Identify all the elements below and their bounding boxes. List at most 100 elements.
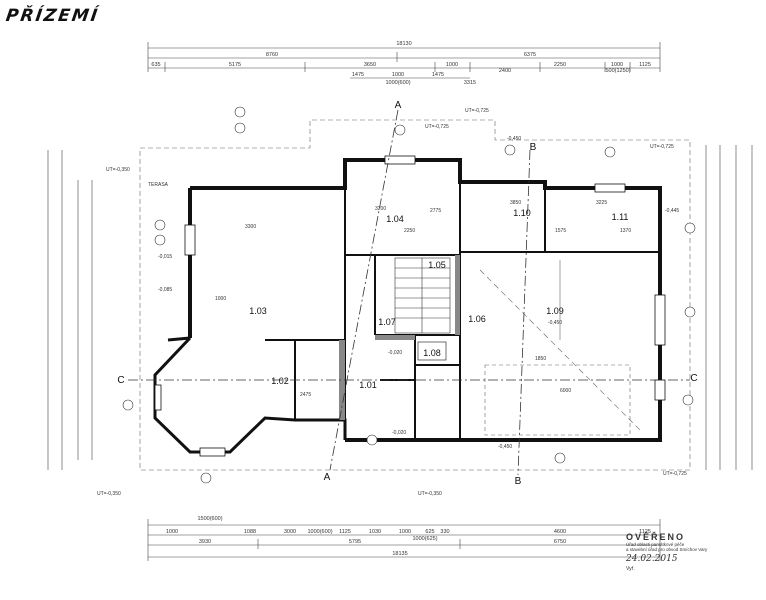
room-1-07: 1.07: [378, 317, 396, 327]
dim-bottom-r3-6: 625: [425, 529, 434, 535]
inner-dim-4: 1575: [555, 228, 566, 234]
section-mark-a-top: A: [395, 100, 402, 111]
dim-bottom-r3-5: 1000: [399, 529, 411, 535]
approval-stamp: OVĚŘENO Úřad oblasti památkové péče a st…: [626, 532, 764, 592]
room-1-11: 1.11: [612, 212, 629, 222]
room-1-03: 1.03: [249, 306, 267, 316]
dim-top-r3-2: 1475: [432, 72, 444, 78]
stamp-title: OVĚŘENO: [626, 532, 686, 542]
inner-dim-10: 1850: [535, 356, 546, 362]
left-dimension-chain: [47, 150, 93, 470]
dim-top-r2-3: 1000: [446, 62, 458, 68]
room-1-10: 1.10: [513, 208, 531, 218]
dim-bottom-r2-0: 1500(600): [197, 516, 222, 522]
dim-bottom-r3-4: 1030: [369, 529, 381, 535]
dim-top-r3-5: 3315: [464, 80, 476, 86]
inner-dim-5: 2775: [430, 208, 441, 214]
roof-outline: [139, 119, 691, 471]
wall-fill: [339, 255, 460, 420]
room-1-06: 1.06: [468, 314, 486, 324]
level-mark-4: UT=-0,725: [650, 144, 674, 150]
dim-bottom-r3-0: 1000: [166, 529, 178, 535]
dim-top-r3-4: 500(1250): [605, 68, 630, 74]
level-mark-6: UT=-0,725: [425, 124, 449, 130]
staircase: [394, 257, 451, 334]
level-mark-5: UT=-0,725: [663, 471, 687, 477]
dim-top-r1-1: 6375: [524, 52, 536, 58]
dim-top-r3-1: 1000: [392, 72, 404, 78]
dim-bottom-r2-2: 1000(625): [412, 536, 437, 542]
inner-dim-0: 3200: [375, 206, 386, 212]
dim-bottom-r1-2: 6750: [554, 539, 566, 545]
level-mark-3: UT=-0,350: [418, 491, 442, 497]
room-1-01: 1.01: [359, 380, 377, 390]
room-1-04: 1.04: [386, 214, 404, 224]
dim-top-r3-0: 1475: [352, 72, 364, 78]
section-mark-b-top: B: [530, 142, 537, 153]
dim-total-bottom: 18135: [392, 551, 407, 557]
stamp-sign: Vyř.: [626, 566, 635, 572]
inner-dim-2: 3850: [510, 200, 521, 206]
inner-dim-7: 1000: [215, 296, 226, 302]
dim-bottom-r1-1: 5795: [349, 539, 361, 545]
dim-bottom-r3-2: 3000: [284, 529, 296, 535]
stamp-line-2: a stavební úřad pro obvod Smíchov Vary: [626, 547, 708, 552]
exterior-walls: [188, 158, 662, 442]
dim-bottom-r2-1: 1000(600): [307, 529, 332, 535]
section-lines: [128, 109, 690, 476]
dim-bottom-r3-1: 1088: [244, 529, 256, 535]
terasa-label: TERASA: [148, 182, 169, 188]
stamp-line-1: Úřad oblasti památkové péče: [626, 542, 685, 547]
level-label-3: -0,020: [392, 430, 406, 436]
dim-bottom-r3-3: 1125: [339, 529, 351, 535]
dim-top-r2-1: 5175: [229, 62, 241, 68]
interior-walls: [265, 182, 660, 440]
level-mark-0: UT=-0,725: [465, 108, 489, 114]
dim-top-r1-0: 8760: [266, 52, 278, 58]
dim-top-r2-6: 1000: [611, 62, 623, 68]
top-dimension-chain: [147, 42, 661, 79]
section-mark-c-right: C: [690, 373, 697, 384]
level-label-5: -0,450: [498, 444, 512, 450]
room-1-02: 1.02: [271, 376, 289, 386]
inner-dim-1: 2250: [404, 228, 415, 234]
dim-bottom-r3-7: 330: [440, 529, 449, 535]
detail-markers: [122, 106, 696, 484]
windows: [154, 155, 666, 457]
level-mark-2: UT=-0,350: [97, 491, 121, 497]
section-mark-a-bottom: A: [324, 472, 331, 483]
inner-dim-3: 3225: [596, 200, 607, 206]
inner-dim-11: 1370: [620, 228, 631, 234]
dim-bottom-r2-3: 4600: [554, 529, 566, 535]
right-dimension-chain: [705, 145, 753, 470]
level-label-4: -0,445: [665, 208, 679, 214]
dim-total-top: 18130: [396, 41, 411, 47]
dim-top-r2-4: 2400: [499, 68, 511, 74]
garage-details: [479, 260, 641, 436]
inner-dim-9: 3300: [245, 224, 256, 230]
section-mark-b-bottom: B: [515, 476, 522, 487]
level-label-0: -0,015: [158, 254, 172, 260]
dim-top-r2-7: 1125: [639, 62, 651, 68]
dim-top-r2-0: 635: [151, 62, 160, 68]
room-1-08: 1.08: [423, 348, 441, 358]
room-1-05: 1.05: [428, 260, 446, 270]
dim-top-r3-3: 1000(600): [385, 80, 410, 86]
section-mark-c-left: C: [117, 375, 124, 386]
dim-top-r2-5: 2250: [554, 62, 566, 68]
dim-bottom-r1-0: 3930: [199, 539, 211, 545]
level-label-1: -0,085: [158, 287, 172, 293]
room-1-09: 1.09: [546, 306, 564, 316]
level-label-6: -0,020: [388, 350, 402, 356]
room-1-09-level: -0,450: [548, 320, 562, 326]
dim-top-r2-2: 3650: [364, 62, 376, 68]
stamp-date: 24.02.2015: [626, 554, 678, 564]
dim-bottom-r2-4: 1125: [639, 529, 651, 535]
bottom-dimension-chain: [147, 519, 661, 561]
bay-walls: [153, 336, 347, 454]
level-mark-1: UT=-0,350: [106, 167, 130, 173]
inner-dim-8: 2475: [300, 392, 311, 398]
level-label-2: -0,450: [507, 136, 521, 142]
inner-dim-6: 6000: [560, 388, 571, 394]
